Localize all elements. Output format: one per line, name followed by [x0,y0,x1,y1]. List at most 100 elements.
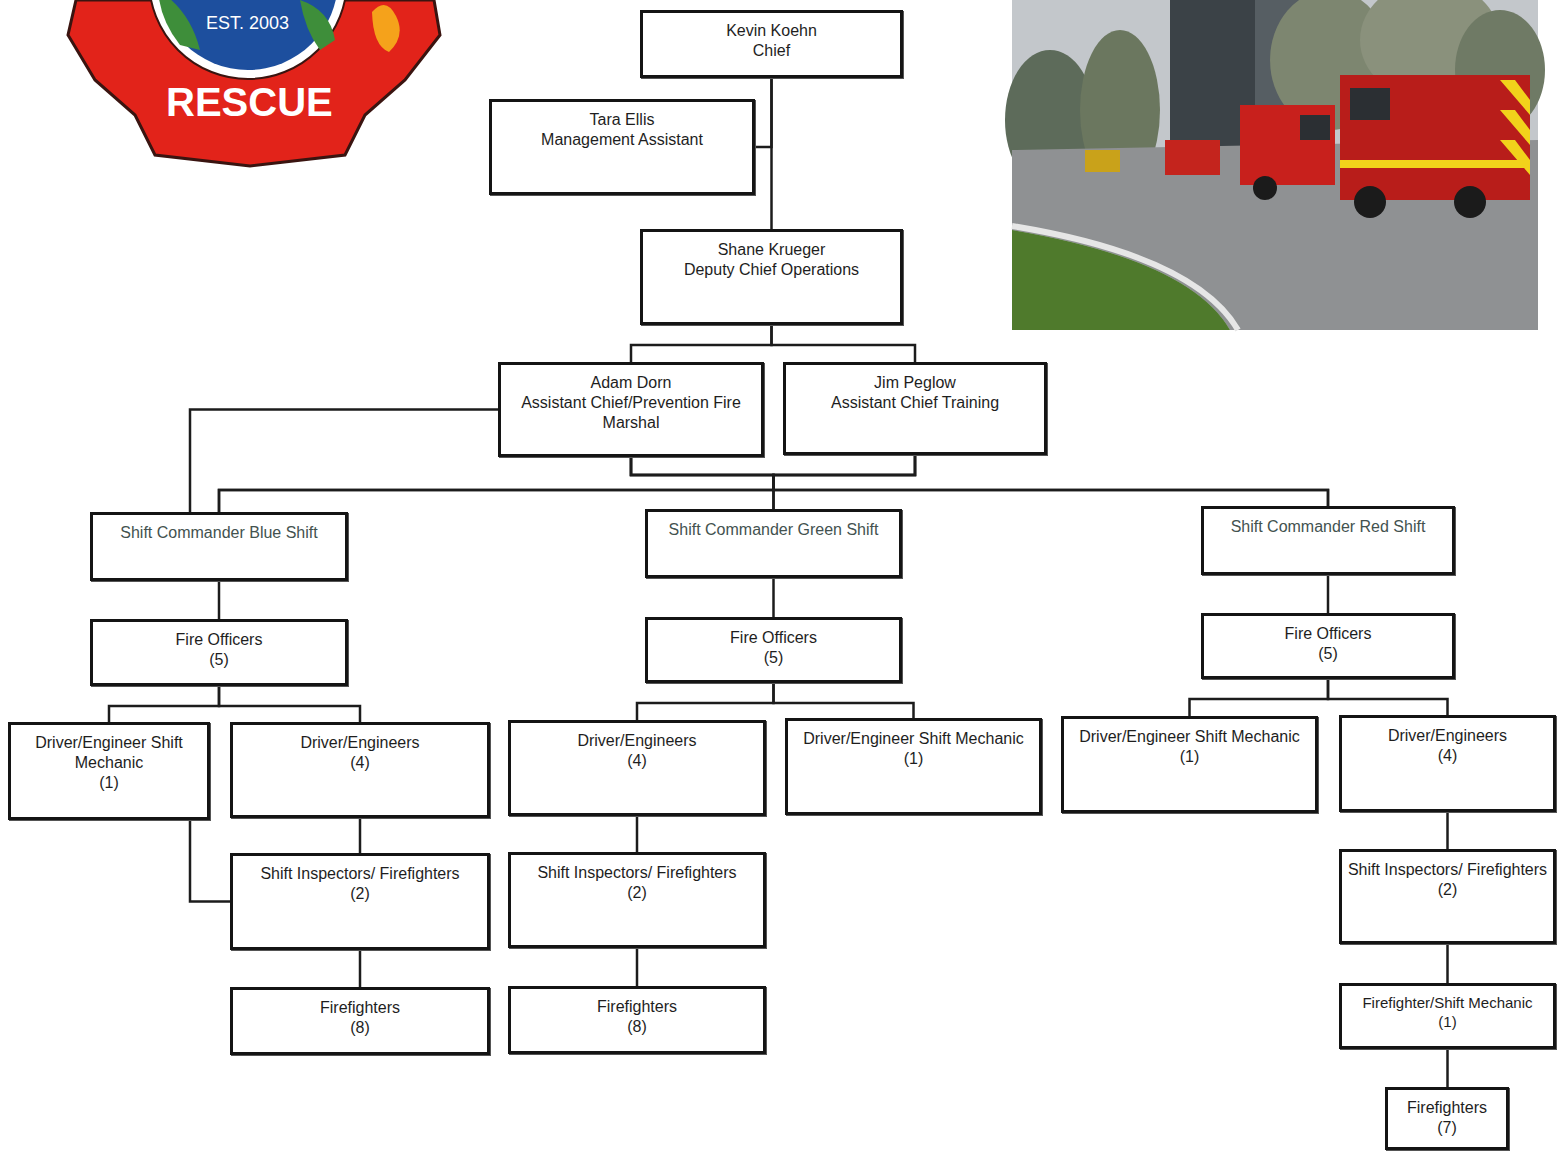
globe-land [300,0,335,50]
org-box: Shift Commander Blue Shift [90,512,348,581]
org-connector [770,78,773,229]
box-text: (1) [1180,747,1200,767]
box-text: (1) [99,773,119,793]
org-connector [755,78,772,147]
box-title: Kevin Koehn [726,21,817,41]
box-title: Driver/Engineers [300,733,419,753]
org-box: Firefighters(7) [1385,1087,1509,1150]
logo-text: RESCUE [166,80,333,124]
wheel [1454,186,1486,218]
wheel [1253,176,1277,200]
org-connector [1328,679,1448,715]
logo-text: EST. 2003 [206,14,289,34]
wheel [1354,186,1386,218]
org-connector [637,683,774,720]
box-text: Chief [753,41,790,61]
org-connector [359,818,362,853]
org-connector [631,325,772,362]
truck-window [1300,115,1330,140]
vehicle [1165,140,1220,175]
org-connector [1446,1049,1449,1087]
box-text: Assistant Chief Training [831,393,999,413]
badge-ring [149,0,347,79]
lawn [1012,230,1230,330]
box-title: Firefighter/Shift Mechanic [1362,994,1532,1013]
org-connector [636,816,639,852]
truck-window [1350,88,1390,120]
box-title: Firefighters [1407,1098,1487,1118]
org-box: Fire Officers(5) [1201,613,1455,679]
org-connector [1327,575,1330,613]
box-title: Fire Officers [730,628,817,648]
fire-truck [1240,105,1335,185]
box-title: Fire Officers [176,630,263,650]
box-title: Shift Inspectors/ Firefighters [1348,860,1547,880]
org-connector [772,325,916,362]
box-title: Tara Ellis [590,110,655,130]
org-box: Shift Commander Red Shift [1201,506,1455,575]
box-text: (5) [209,650,229,670]
box-title: Adam Dorn [591,373,672,393]
box-text: Assistant Chief/Prevention Fire Marshal [505,393,757,433]
org-box: Driver/Engineers(4) [508,720,766,816]
box-title: Jim Peglow [874,373,956,393]
box-title: Firefighters [320,998,400,1018]
org-box: Driver/Engineer Shift Mechanic(1) [8,722,210,820]
org-box: Tara EllisManagement Assistant [489,99,755,195]
fire-truck [1340,75,1530,200]
box-text: (5) [1318,644,1338,664]
org-box: Driver/Engineers(4) [1339,715,1556,812]
org-box: Driver/Engineer Shift Mechanic(1) [785,718,1042,815]
box-title: Driver/Engineer Shift Mechanic [15,733,203,773]
box-title: Driver/Engineers [577,731,696,751]
box-title: Driver/Engineer Shift Mechanic [803,729,1024,749]
globe-land [158,0,200,50]
box-title: Shift Inspectors/ Firefighters [260,864,459,884]
org-connector [359,950,362,987]
org-box: Shift Inspectors/ Firefighters(2) [508,852,766,948]
org-box: Driver/Engineers(4) [230,722,490,818]
box-title: Driver/Engineers [1388,726,1507,746]
box-text: Deputy Chief Operations [684,260,859,280]
org-box: Shane KruegerDeputy Chief Operations [640,229,903,325]
box-title: Shift Commander Blue Shift [120,523,317,543]
box-text: (2) [627,883,647,903]
box-text: (4) [350,753,370,773]
org-connector [218,581,221,619]
box-text: (8) [350,1018,370,1038]
org-box: Driver/Engineer Shift Mechanic(1) [1061,716,1318,813]
org-box: Adam DornAssistant Chief/Prevention Fire… [498,362,764,457]
org-connector [219,686,360,722]
box-text: (4) [1438,746,1458,766]
box-title: Shift Commander Red Shift [1231,517,1426,537]
badge-shape [68,0,440,166]
org-box: Fire Officers(5) [645,617,902,683]
vehicle [1085,150,1120,172]
org-connector [631,457,774,509]
box-title: Driver/Engineer Shift Mechanic [1079,727,1300,747]
org-connector [109,686,219,722]
org-connector [190,820,230,902]
org-connector [774,455,1329,506]
org-box: Firefighter/Shift Mechanic(1) [1339,983,1556,1049]
org-connector [219,457,774,512]
curb [1012,226,1238,330]
box-text: (2) [1438,880,1458,900]
org-connector [1446,812,1449,849]
org-box: Firefighters(8) [508,986,766,1054]
org-connector [636,948,639,986]
org-connector [774,683,914,718]
box-text: (1) [1438,1013,1456,1032]
org-box: Jim PeglowAssistant Chief Training [783,362,1047,455]
org-box: Firefighters(8) [230,987,490,1055]
org-box: Shift Commander Green Shift [645,509,902,578]
box-text: (7) [1437,1118,1457,1138]
box-text: (8) [627,1017,647,1037]
org-connector [631,457,1328,506]
box-text: (1) [904,749,924,769]
box-title: Shane Krueger [718,240,826,260]
truck-stripe [1340,160,1530,168]
logo [68,0,440,166]
box-title: Fire Officers [1285,624,1372,644]
